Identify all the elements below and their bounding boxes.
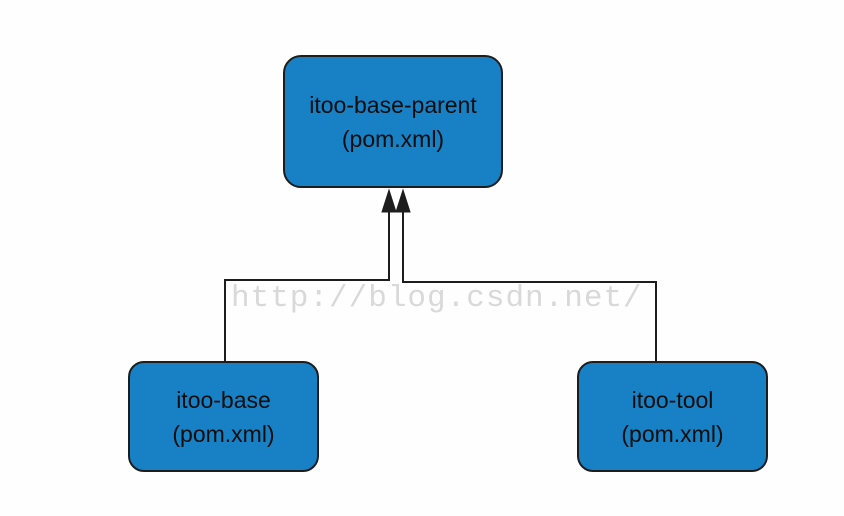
node-itoo-base-parent: itoo-base-parent (pom.xml): [283, 55, 503, 188]
node-sublabel: (pom.xml): [172, 420, 275, 447]
arrowhead-icon: [381, 188, 397, 213]
node-sublabel: (pom.xml): [341, 125, 445, 152]
edge-itoo-tool-to-parent: [402, 210, 657, 361]
node-itoo-base: itoo-base (pom.xml): [128, 361, 319, 472]
arrowhead-icon: [395, 188, 411, 213]
node-label: itoo-base: [176, 386, 271, 413]
node-label: itoo-base-parent: [309, 91, 477, 118]
edge-itoo-base-to-parent: [224, 210, 390, 361]
node-itoo-tool: itoo-tool (pom.xml): [577, 361, 768, 472]
node-sublabel: (pom.xml): [621, 420, 724, 447]
node-label: itoo-tool: [631, 386, 714, 413]
